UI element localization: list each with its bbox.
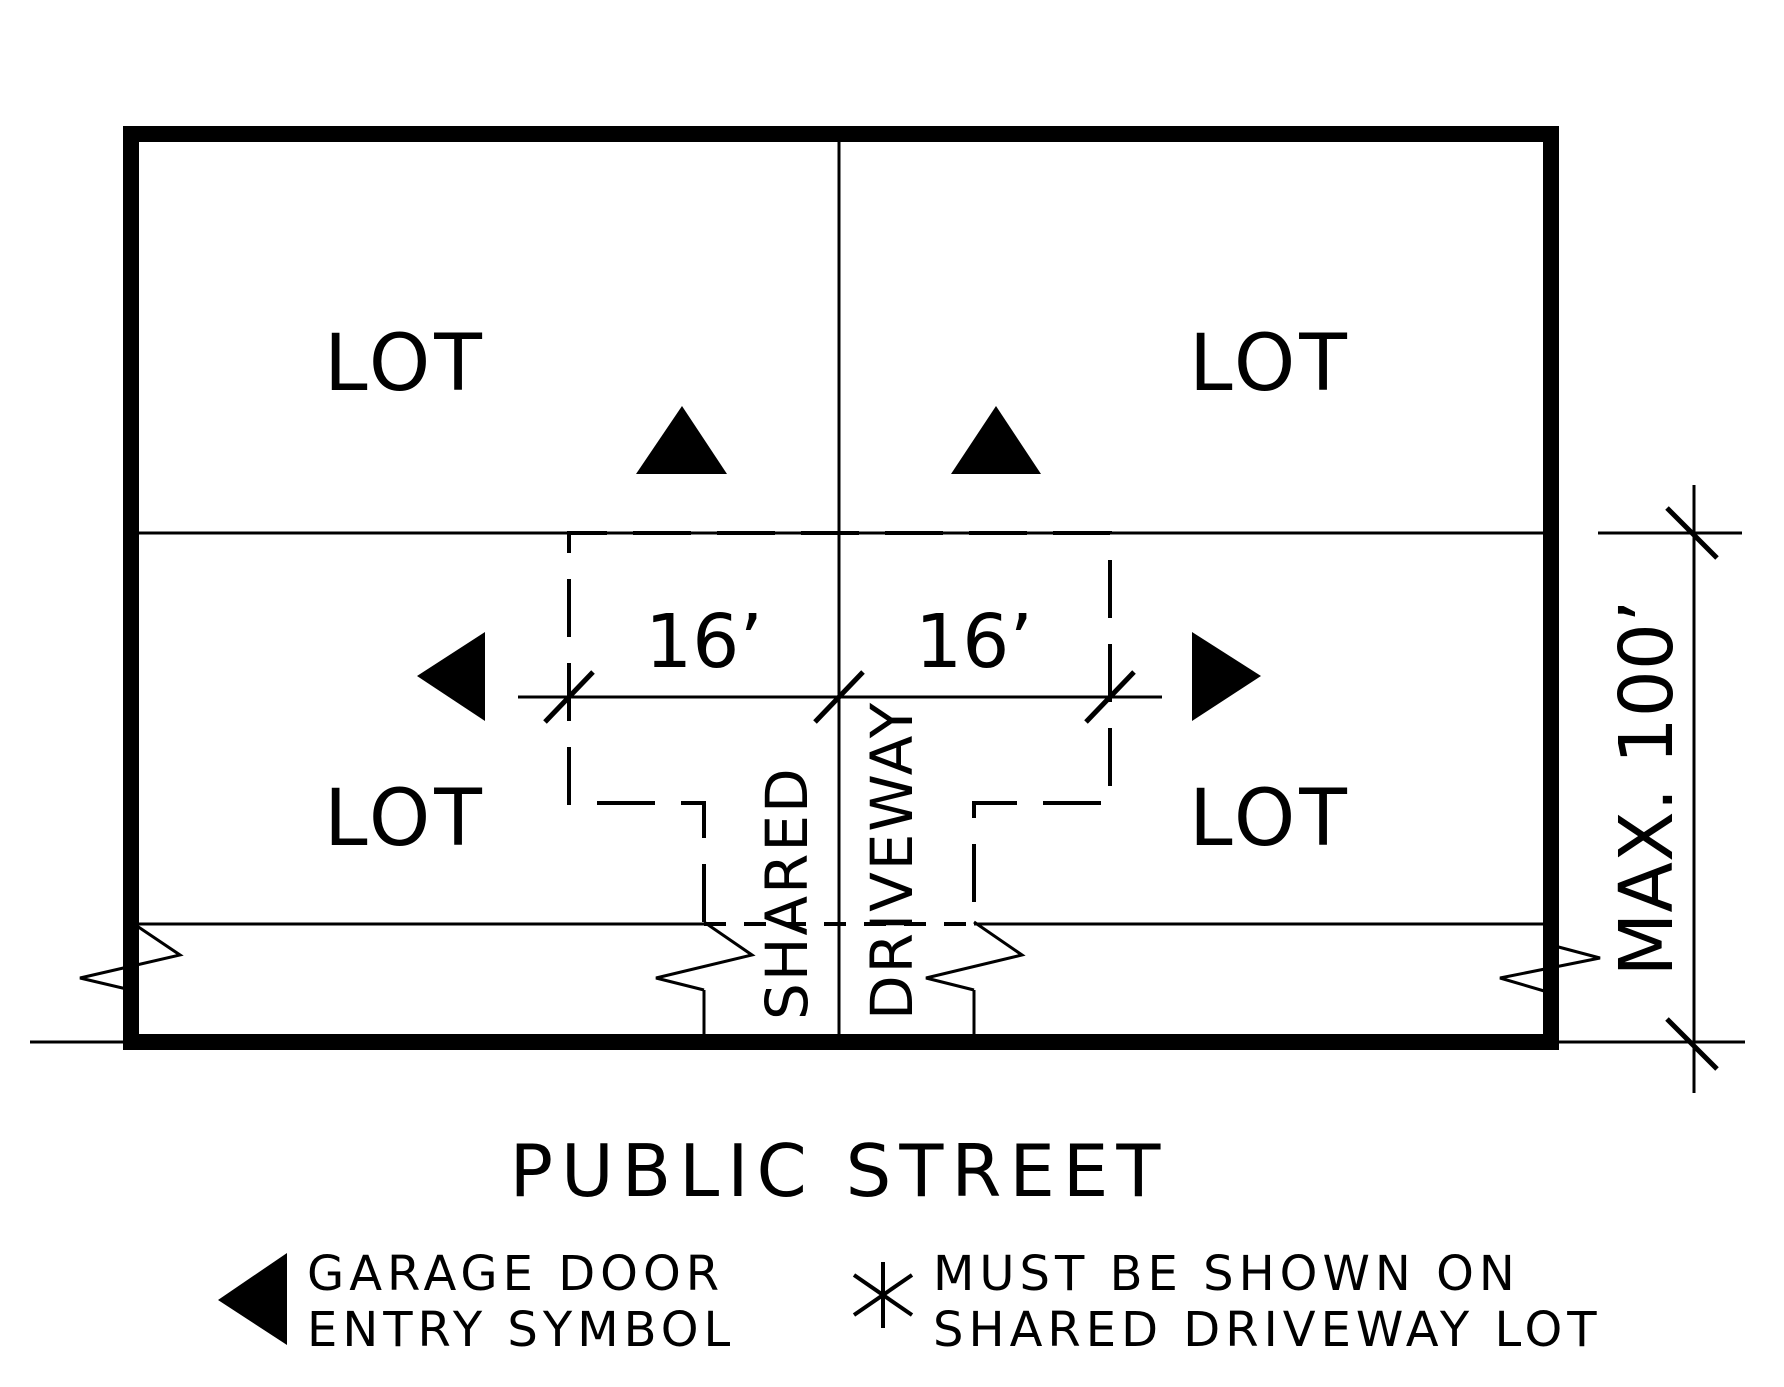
driveway-label-driveway: DRIVEWAY — [858, 701, 926, 1020]
dim-tick-right — [1084, 670, 1136, 724]
depth-tick-top — [1665, 506, 1719, 560]
asterisk-icon — [852, 1262, 914, 1328]
property-boundary — [123, 126, 1559, 1050]
depth-tick-bottom — [1665, 1017, 1719, 1071]
legend-garage-line2: ENTRY SYMBOL — [307, 1302, 735, 1358]
break-symbol-driveway-right — [925, 920, 1026, 992]
max-depth-label: MAX. 100’ — [1604, 600, 1690, 977]
garage-door-icon — [951, 406, 1041, 474]
break-symbol-driveway-left — [655, 920, 756, 992]
dim-tick-center — [813, 670, 865, 724]
street-label: PUBLIC STREET — [510, 1129, 1169, 1213]
garage-door-icon — [1192, 632, 1261, 721]
lot-label-bottom-left: LOT — [324, 774, 486, 864]
right-width-label: 16’ — [915, 599, 1033, 685]
legend-garage-line1: GARAGE DOOR — [307, 1246, 724, 1302]
driveway-label-shared: SHARED — [753, 766, 821, 1020]
lot-label-bottom-right: LOT — [1189, 774, 1351, 864]
garage-door-icon — [417, 632, 485, 721]
break-symbol-left — [79, 920, 184, 992]
dim-tick-left — [543, 670, 595, 724]
lot-label-top-left: LOT — [324, 319, 486, 409]
break-symbol-right — [1499, 943, 1601, 995]
legend-note-line1: MUST BE SHOWN ON — [933, 1246, 1520, 1302]
garage-door-icon — [636, 406, 727, 474]
legend-note-line2: SHARED DRIVEWAY LOT — [933, 1302, 1602, 1358]
left-width-label: 16’ — [645, 599, 763, 685]
shared-driveway-outline — [567, 531, 1112, 922]
legend-garage-door-icon — [218, 1253, 287, 1345]
lot-label-top-right: LOT — [1189, 319, 1351, 409]
